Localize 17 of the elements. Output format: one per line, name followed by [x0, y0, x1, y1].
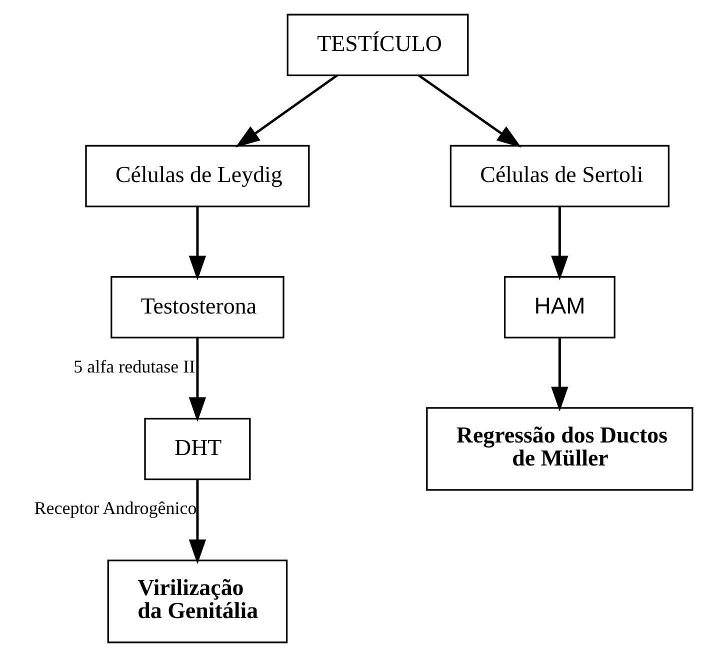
node-box: Células de Sertoli: [449, 144, 669, 208]
arrow: [550, 338, 568, 412]
node-box: TESTÍCULO: [286, 14, 468, 76]
node-box: Regressão dos Ductos de Müller: [426, 407, 693, 491]
arrow: [188, 479, 206, 564]
arrow: [188, 338, 206, 422]
edge-label: 5 alfa redutase II: [73, 356, 195, 376]
arrow: [417, 74, 521, 148]
node-box: HAM: [503, 276, 615, 338]
node-box: Testosterona: [110, 276, 284, 338]
edge-label: Receptor Androgênico: [34, 498, 196, 518]
arrow: [550, 206, 568, 280]
arrow: [234, 74, 338, 148]
node-box: DHT: [144, 418, 250, 480]
node-box: Células de Leydig: [84, 144, 310, 208]
arrow: [188, 206, 206, 280]
node-box: Virilização da Genitália: [106, 560, 288, 644]
